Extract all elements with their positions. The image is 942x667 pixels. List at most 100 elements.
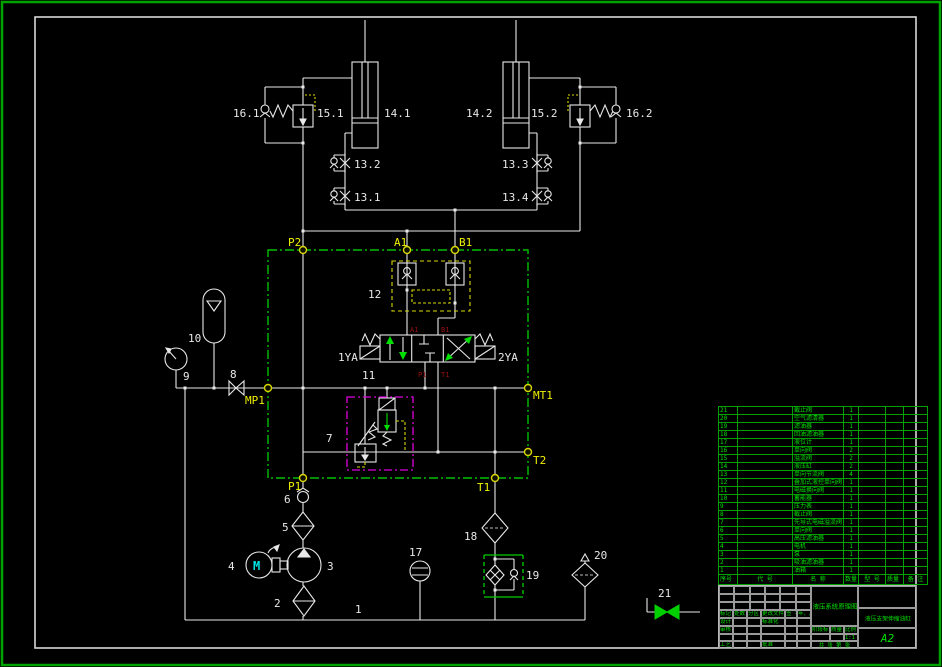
bom-header-no: 序号 [718,574,738,585]
bom-item-qty: 2 [843,462,859,471]
bom-item-qty: 1 [843,550,859,559]
bom-item-qty: 1 [843,510,859,519]
bom-item-mass [885,438,904,447]
bom-item-qty: 1 [843,478,859,487]
port-p2-circle [298,245,308,255]
bom-item-code [737,414,793,423]
bom-item-mass [885,422,904,431]
bom-item-name: 电磁换向阀 [792,486,844,495]
label-4: 4 [228,560,235,573]
bom-item-qty: 1 [843,534,859,543]
bom-item-model [858,446,886,455]
table-row: 17 液位计 1 [718,438,928,447]
bom-item-code [737,462,793,471]
component-labels: 16.1 15.1 14.1 14.2 15.2 16.2 13.2 13.1 … [183,107,671,616]
label-1: 1 [355,603,362,616]
bom-item-model [858,438,886,447]
bom-header-row: 序号 代 号 名 称 数量 型 号 质量 备 注 [718,574,928,585]
table-row: 10 蓄能器 1 [718,494,928,503]
bom-item-note [903,518,928,527]
scale-label: 比例 [844,626,858,634]
bom-item-no: 12 [718,478,738,487]
label-port-t1: T1 [477,481,490,494]
check-valve-16-1 [259,104,271,118]
bom-item-mass [885,494,904,503]
bom-item-qty: 1 [843,438,859,447]
label-13-1: 13.1 [354,191,381,204]
bom-item-model [858,518,886,527]
valve11-port-t: T1 [441,371,449,379]
label-13-4: 13.4 [502,191,529,204]
bom-item-mass [885,470,904,479]
drawing-number-box [858,586,917,608]
shutoff-valve-8 [228,379,245,397]
bom-item-code [737,558,793,567]
bom-item-mass [885,550,904,559]
label-port-p2: P2 [288,236,301,249]
stage-grid: 阶段标记 质量 比例 1:1 [811,626,858,641]
table-row: 16 单向阀 2 [718,446,928,455]
air-breather-20 [571,552,599,588]
bom-item-name: 空气滤清器 [792,414,844,423]
bom-item-code [737,566,793,575]
mass-label: 质量 [830,626,844,634]
bom-item-no: 11 [718,486,738,495]
bom-item-mass [885,558,904,567]
bom-item-mass [885,414,904,423]
sign-craft: 工艺 [719,641,733,649]
port-b1-circle [450,245,460,255]
rev-count: 处数 [733,610,747,618]
drawing-title: 液压系统原理图 [812,602,857,610]
bom-item-code [737,502,793,511]
bom-item-mass [885,462,904,471]
level-gauge-17 [409,560,431,582]
bom-item-code [737,470,793,479]
bom-item-qty: 1 [843,486,859,495]
bom-item-no: 17 [718,438,738,447]
label-21: 21 [658,587,671,600]
bom-item-no: 15 [718,454,738,463]
bom-item-code [737,518,793,527]
sign-check: 审核 [719,626,733,634]
drawing-frame [34,16,917,649]
bom-item-note [903,502,928,511]
revision-row: 标记 处数 分区 更改文件号 签 名 年、月、日 [719,610,811,618]
bom-item-note [903,422,928,431]
bom-item-model [858,550,886,559]
label-17: 17 [409,546,422,559]
bom-item-name: 泵 [792,550,844,559]
relief-valve-15-2 [569,103,614,128]
table-row: 8 截止阀 1 [718,510,928,519]
bom-item-code [737,550,793,559]
bom-header-name: 名 称 [792,574,844,585]
bom-item-model [858,502,886,511]
relief-valve-15-1 [269,103,314,128]
bom-item-note [903,534,928,543]
bom-item-model [858,510,886,519]
rev-docno: 更改文件号 [761,610,785,618]
bom-item-note [903,430,928,439]
suction-filter-2 [292,585,316,617]
bom-item-note [903,542,928,551]
bom-item-code [737,526,793,535]
bom-item-qty: 1 [843,430,859,439]
table-row: 7 先导式电磁溢流阀 1 [718,518,928,527]
label-13-3: 13.3 [502,158,529,171]
bom-item-note [903,478,928,487]
bom-item-code [737,430,793,439]
bom-item-qty: 2 [843,446,859,455]
label-13-2: 13.2 [354,158,381,171]
label-6: 6 [284,493,291,506]
pilot-lines [305,94,578,468]
bom-item-mass [885,534,904,543]
pilot-check-valve-block-12 [397,262,465,286]
table-row: 18 回油滤油器 1 [718,430,928,439]
sheet-size: A2 [880,632,895,645]
valve-flow-arrows [384,336,472,431]
table-row: 12 叠加式液控单向阀 1 [718,478,928,487]
sign-standard: 标准化 [761,618,785,626]
bom-item-qty: 1 [843,422,859,431]
bom-item-note [903,550,928,559]
bom-item-model [858,454,886,463]
bom-item-code [737,422,793,431]
